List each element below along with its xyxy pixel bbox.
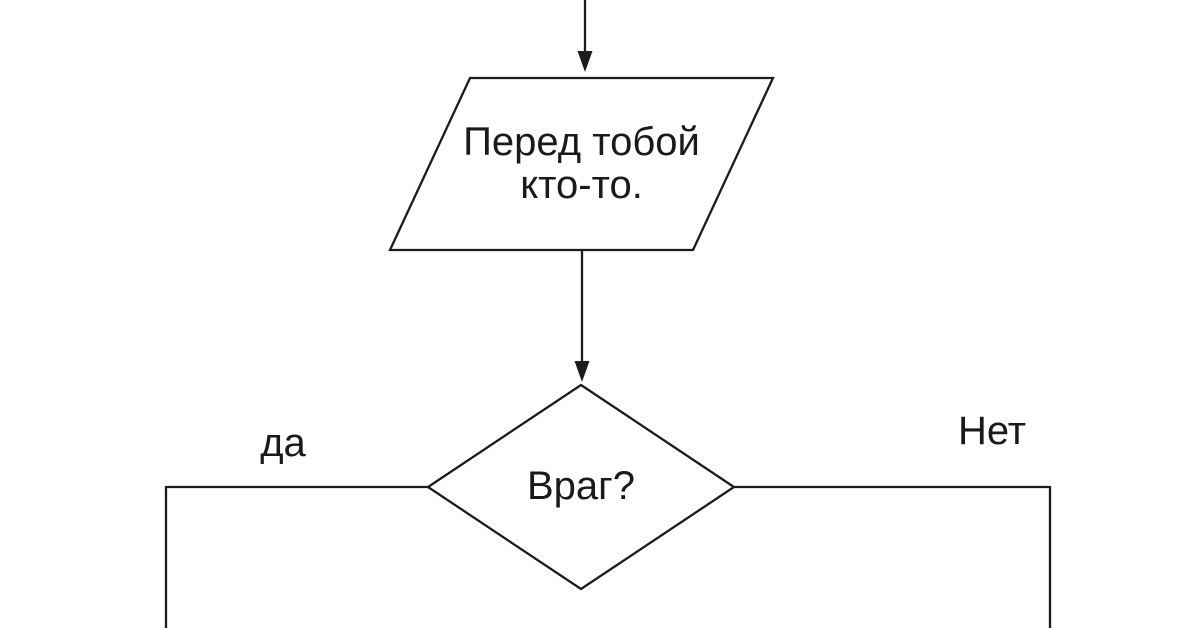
io-to-decision-arrow-down-head-icon (574, 361, 590, 382)
yes-branch-line (164, 485, 428, 628)
decision-diamond-shape (425, 383, 737, 591)
entry-arrow-down-head-icon (577, 51, 593, 72)
io-parallelogram-shape (388, 76, 775, 252)
no-branch-line (734, 485, 1052, 628)
